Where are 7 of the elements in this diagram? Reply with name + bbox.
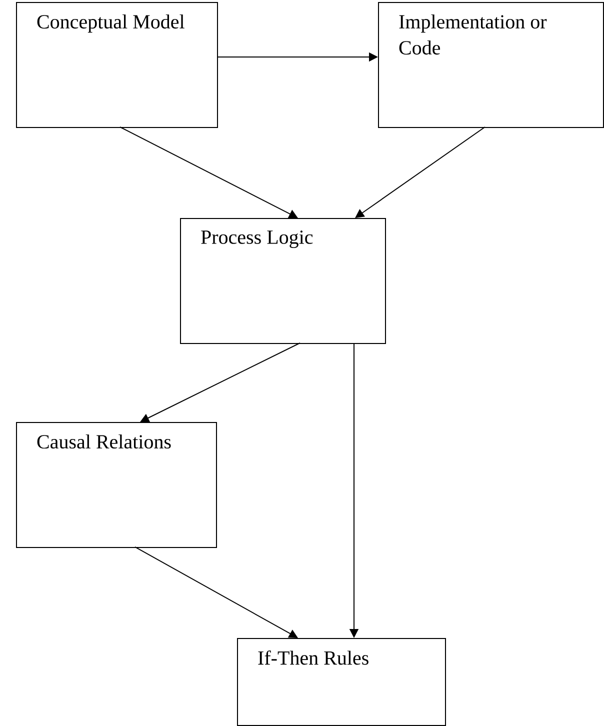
- process-box: If-Then Rules: [237, 638, 446, 726]
- arrow: [134, 546, 298, 638]
- process-box: Causal Relations: [16, 422, 217, 548]
- process-box: Implementation or Code: [378, 2, 604, 128]
- process-box: Conceptual Model: [16, 2, 218, 128]
- arrow: [355, 126, 486, 218]
- process-box: Process Logic: [180, 218, 386, 344]
